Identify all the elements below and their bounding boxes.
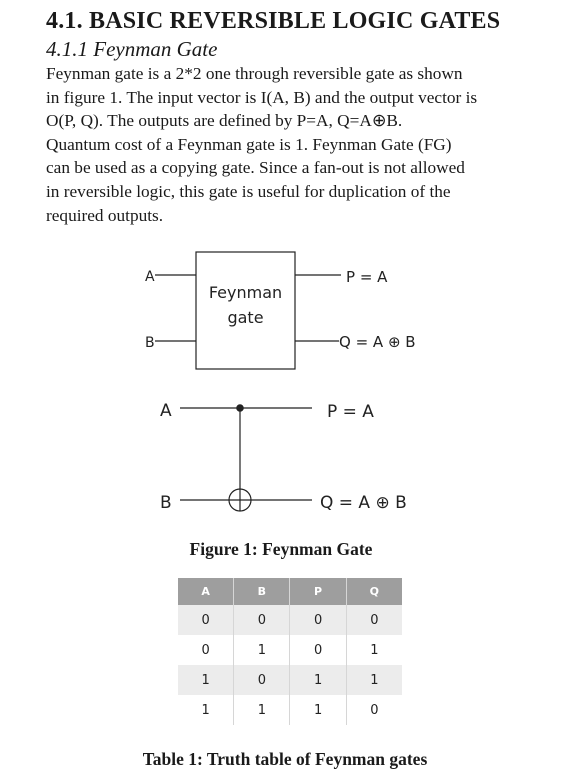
circuit-input-b-label: B (160, 493, 172, 513)
table-cell: 0 (346, 605, 402, 635)
table-cell: 0 (233, 605, 291, 635)
xor-target-symbol (228, 488, 252, 512)
column-header: A (178, 578, 235, 605)
table-cell: 0 (289, 605, 347, 635)
block-input-b-label: B (145, 335, 155, 351)
block-input-a-label: A (145, 269, 155, 285)
table-cell: 1 (233, 635, 291, 665)
table-cell: 1 (346, 665, 402, 695)
block-output-q-label: Q = A ⊕ B (339, 333, 416, 351)
truth-table-header-row: A B P Q (178, 578, 402, 605)
figure-diagrams: A B Feynman gate P = A Q = A ⊕ B A B P =… (145, 251, 416, 513)
block-diagram (155, 251, 341, 370)
paragraph-line: O(P, Q). The outputs are defined by P=A,… (46, 111, 403, 131)
circuit-output-p-label: P = A (327, 402, 374, 422)
table-row: 1 1 1 0 (178, 695, 402, 725)
circuit-input-a-label: A (160, 401, 172, 421)
paragraph-line: can be used as a copying gate. Since a f… (46, 158, 465, 178)
table-cell: 0 (289, 635, 347, 665)
table-row: 0 1 0 1 (178, 635, 402, 665)
table-row: 1 0 1 1 (178, 665, 402, 695)
paragraph-line: in reversible logic, this gate is useful… (46, 181, 451, 201)
paragraph-line: Feynman gate is a 2*2 one through revers… (46, 64, 463, 83)
paragraph-line: in figure 1. The input vector is I(A, B)… (46, 87, 478, 107)
table-cell: 0 (178, 635, 235, 665)
gate-label-feynman: Feynman (209, 283, 282, 302)
column-header: B (233, 578, 291, 605)
table-cell: 1 (346, 635, 402, 665)
table-cell: 0 (178, 605, 235, 635)
table-cell: 0 (233, 665, 291, 695)
column-header: P (289, 578, 347, 605)
block-output-p-label: P = A (346, 268, 388, 286)
gate-label-gate: gate (227, 308, 263, 327)
table-caption: Table 1: Truth table of Feynman gates (0, 749, 580, 770)
subsection-heading: 4.1.1 Feynman Gate (46, 37, 218, 61)
column-header: Q (346, 578, 402, 605)
figure-caption-text: Figure 1: Feynman Gate (189, 539, 373, 559)
table-row: 0 0 0 0 (178, 605, 402, 635)
table-cell: 1 (178, 665, 235, 695)
paragraph-line: required outputs. (46, 205, 164, 225)
table-cell: 1 (178, 695, 235, 725)
paragraph-line: Quantum cost of a Feynman gate is 1. Fey… (46, 134, 452, 154)
body-paragraph: Feynman gate is a 2*2 one through revers… (46, 62, 516, 227)
section-heading: 4.1. BASIC REVERSIBLE LOGIC GATES (46, 8, 501, 34)
circuit-output-q-label: Q = A ⊕ B (320, 493, 407, 513)
table-cell: 1 (289, 695, 347, 725)
figure-caption: Figure 1: Feynman Gate (0, 539, 580, 560)
table-cell: 1 (289, 665, 347, 695)
table-caption-text: Table 1: Truth table of Feynman gates (142, 749, 428, 769)
table-cell: 0 (346, 695, 402, 725)
control-dot (236, 404, 244, 412)
table-cell: 1 (233, 695, 291, 725)
feynman-gate-box (195, 251, 296, 370)
truth-table: A B P Q 0 0 0 0 0 1 0 1 1 0 1 1 1 1 1 0 (178, 578, 402, 725)
circuit-diagram (180, 404, 312, 512)
